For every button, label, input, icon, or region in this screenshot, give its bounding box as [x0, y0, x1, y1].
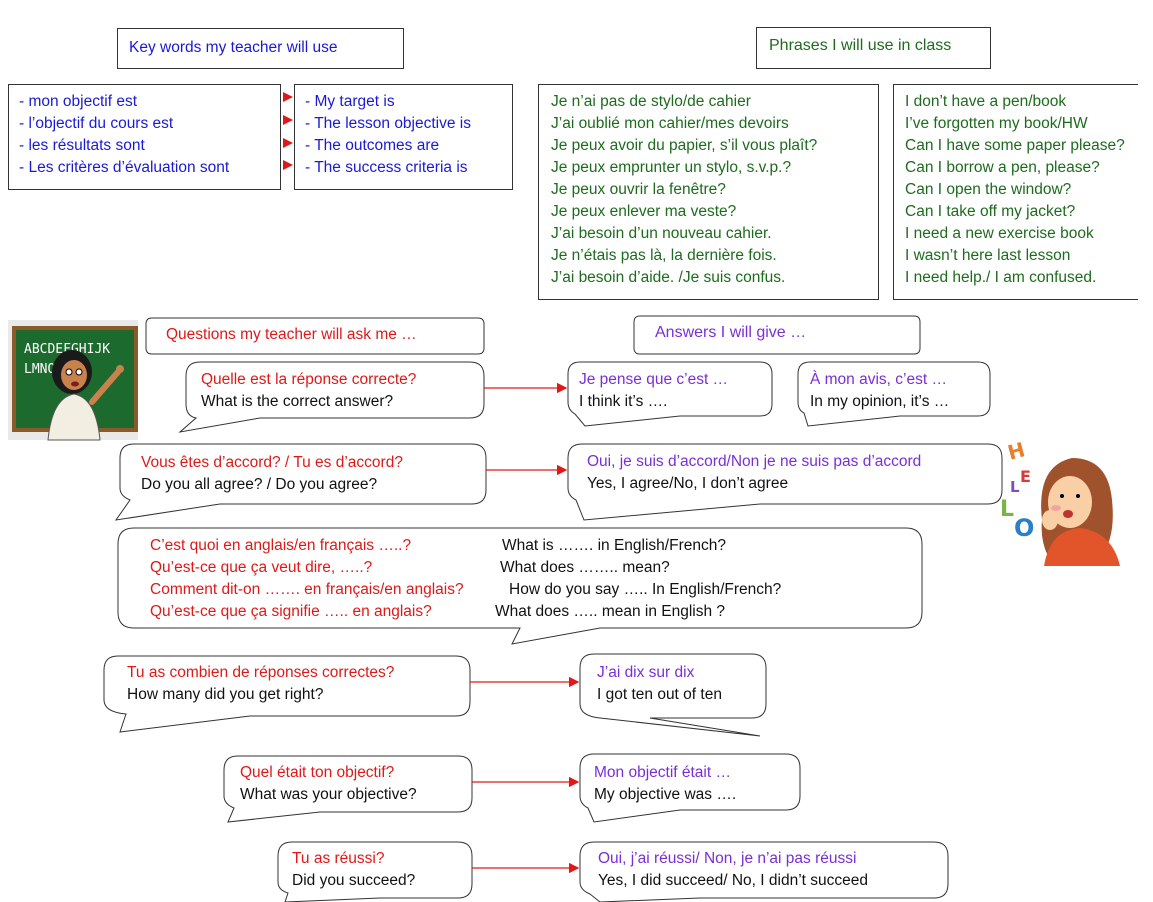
q5-french: Quel était ton objectif?	[240, 764, 395, 781]
phrase-en-6: Can I take off my jacket?	[905, 203, 1076, 220]
key-words-french-box: - mon objectif est - l’objectif du cours…	[8, 84, 281, 190]
a5-french: Mon objectif était …	[594, 764, 731, 781]
q5-english: What was your objective?	[240, 786, 417, 803]
q3-english-2: What does …….. mean?	[500, 559, 670, 576]
phrase-fr-6: Je peux enlever ma veste?	[551, 203, 737, 220]
q6-bubble	[277, 841, 473, 902]
q3-english-1: What is ……. in English/French?	[502, 537, 726, 554]
phrase-fr-3: Je peux avoir du papier, s’il vous plaît…	[551, 137, 818, 154]
phrases-english-list: I don’t have a pen/book I’ve forgotten m…	[905, 91, 1125, 289]
svg-text:O: O	[1014, 514, 1034, 542]
phrase-en-2: I’ve forgotten my book/HW	[905, 115, 1088, 132]
key-word-en-2: - The lesson objective is	[305, 115, 471, 132]
a1b-english: In my opinion, it’s …	[810, 393, 950, 410]
svg-text:H: H	[1005, 437, 1027, 465]
key-words-title-box: Key words my teacher will use	[117, 28, 404, 69]
q2-english: Do you all agree? / Do you agree?	[141, 476, 378, 493]
key-word-en-1: - My target is	[305, 93, 395, 110]
key-words-english-box: - My target is - The lesson objective is…	[294, 84, 513, 190]
phrases-english-box: I don’t have a pen/book I’ve forgotten m…	[893, 84, 1138, 300]
q4-french: Tu as combien de réponses correctes?	[127, 664, 395, 681]
phrase-en-5: Can I open the window?	[905, 181, 1072, 198]
a5-english: My objective was ….	[594, 786, 737, 803]
teacher-illustration: ABCDEFGHIJK LMNOPQRS	[8, 320, 138, 441]
key-words-pointers	[283, 92, 293, 170]
svg-text:E: E	[1020, 467, 1031, 486]
q1-bubble	[178, 361, 485, 433]
phrase-fr-5: Je peux ouvrir la fenêtre?	[551, 181, 726, 198]
q6-french: Tu as réussi?	[292, 850, 385, 867]
answers-section-title: Answers I will give …	[655, 324, 807, 341]
a1a-french: Je pense que c’est …	[579, 371, 729, 388]
phrase-en-3: Can I have some paper please?	[905, 137, 1125, 154]
q3-bubble	[117, 527, 923, 645]
a4-english: I got ten out of ten	[597, 686, 722, 703]
phrase-en-8: I wasn’t here last lesson	[905, 247, 1071, 264]
q1-english: What is the correct answer?	[201, 393, 394, 410]
q4-bubble	[103, 655, 471, 733]
q5-bubble	[223, 755, 473, 823]
phrase-fr-4: Je peux emprunter un stylo, s.v.p.?	[551, 159, 792, 176]
q6-english: Did you succeed?	[292, 872, 416, 889]
hello-girl-illustration: H E L L O	[1000, 437, 1120, 566]
q2-french: Vous êtes d’accord? / Tu es d’accord?	[141, 454, 403, 471]
phrase-fr-9: J’ai besoin d’aide. /Je suis confus.	[551, 269, 786, 286]
key-word-en-3: - The outcomes are	[305, 137, 440, 154]
phrases-french-box: Je n’ai pas de stylo/de cahier J’ai oubl…	[538, 84, 879, 300]
a6-french: Oui, j’ai réussi/ Non, je n’ai pas réuss…	[598, 850, 857, 867]
q3-english-4: What does ….. mean in English ?	[495, 603, 726, 620]
svg-text:L: L	[1000, 497, 1014, 522]
key-word-fr-3: - les résultats sont	[19, 137, 145, 154]
phrases-french-list: Je n’ai pas de stylo/de cahier J’ai oubl…	[551, 91, 817, 289]
q3-english-3: How do you say ….. In English/French?	[509, 581, 782, 598]
svg-text:L: L	[1010, 478, 1020, 496]
phrase-en-1: I don’t have a pen/book	[905, 93, 1067, 110]
phrase-en-4: Can I borrow a pen, please?	[905, 159, 1100, 176]
q3-french-2: Qu’est-ce que ça veut dire, …..?	[150, 559, 373, 576]
a2-bubble	[567, 443, 1003, 521]
a2-english: Yes, I agree/No, I don’t agree	[587, 475, 789, 492]
a5-bubble	[579, 753, 801, 823]
a1a-english: I think it’s ….	[579, 393, 668, 410]
q4-english: How many did you get right?	[127, 686, 324, 703]
key-words-french-list: - mon objectif est - l’objectif du cours…	[19, 91, 229, 179]
phrase-fr-1: Je n’ai pas de stylo/de cahier	[551, 93, 751, 110]
svg-text:ABCDEFGHIJK: ABCDEFGHIJK	[24, 342, 110, 357]
key-word-fr-4: - Les critères d’évaluation sont	[19, 159, 230, 176]
key-words-title: Key words my teacher will use	[129, 39, 338, 56]
phrase-fr-7: J’ai besoin d’un nouveau cahier.	[551, 225, 772, 242]
key-words-english-list: - My target is - The lesson objective is…	[305, 91, 471, 179]
a2-french: Oui, je suis d’accord/Non je ne suis pas…	[587, 453, 922, 470]
phrase-fr-2: J’ai oublié mon cahier/mes devoirs	[551, 115, 789, 132]
qa-arrows	[470, 382, 580, 874]
a1a-bubble	[567, 361, 773, 427]
key-word-fr-2: - l’objectif du cours est	[19, 115, 174, 132]
a1b-bubble	[797, 361, 991, 427]
questions-section-title: Questions my teacher will ask me …	[166, 326, 417, 343]
phrases-title-box: Phrases I will use in class	[756, 27, 991, 69]
q1-french: Quelle est la réponse correcte?	[201, 371, 417, 388]
q3-french-1: C’est quoi en anglais/en français …..?	[150, 537, 412, 554]
key-word-fr-1: - mon objectif est	[19, 93, 138, 110]
q3-french-3: Comment dit-on ……. en français/en anglai…	[150, 581, 464, 598]
a4-french: J’ai dix sur dix	[597, 664, 695, 681]
q3-french-list: C’est quoi en anglais/en français …..? Q…	[150, 535, 464, 623]
answers-title-bubble	[633, 315, 921, 355]
phrases-title: Phrases I will use in class	[769, 37, 952, 54]
q3-french-4: Qu’est-ce que ça signifie ….. en anglais…	[150, 603, 432, 620]
a4-bubble	[579, 653, 767, 737]
q2-bubble	[114, 443, 487, 521]
phrase-en-9: I need help./ I am confused.	[905, 269, 1097, 286]
phrase-fr-8: Je n’étais pas là, la dernière fois.	[551, 247, 777, 264]
questions-title-bubble	[145, 317, 485, 355]
phrase-en-7: I need a new exercise book	[905, 225, 1094, 242]
key-word-en-4: - The success criteria is	[305, 159, 468, 176]
a1b-french: À mon avis, c’est …	[810, 371, 947, 388]
a6-bubble	[579, 841, 949, 902]
a6-english: Yes, I did succeed/ No, I didn’t succeed	[598, 872, 868, 889]
